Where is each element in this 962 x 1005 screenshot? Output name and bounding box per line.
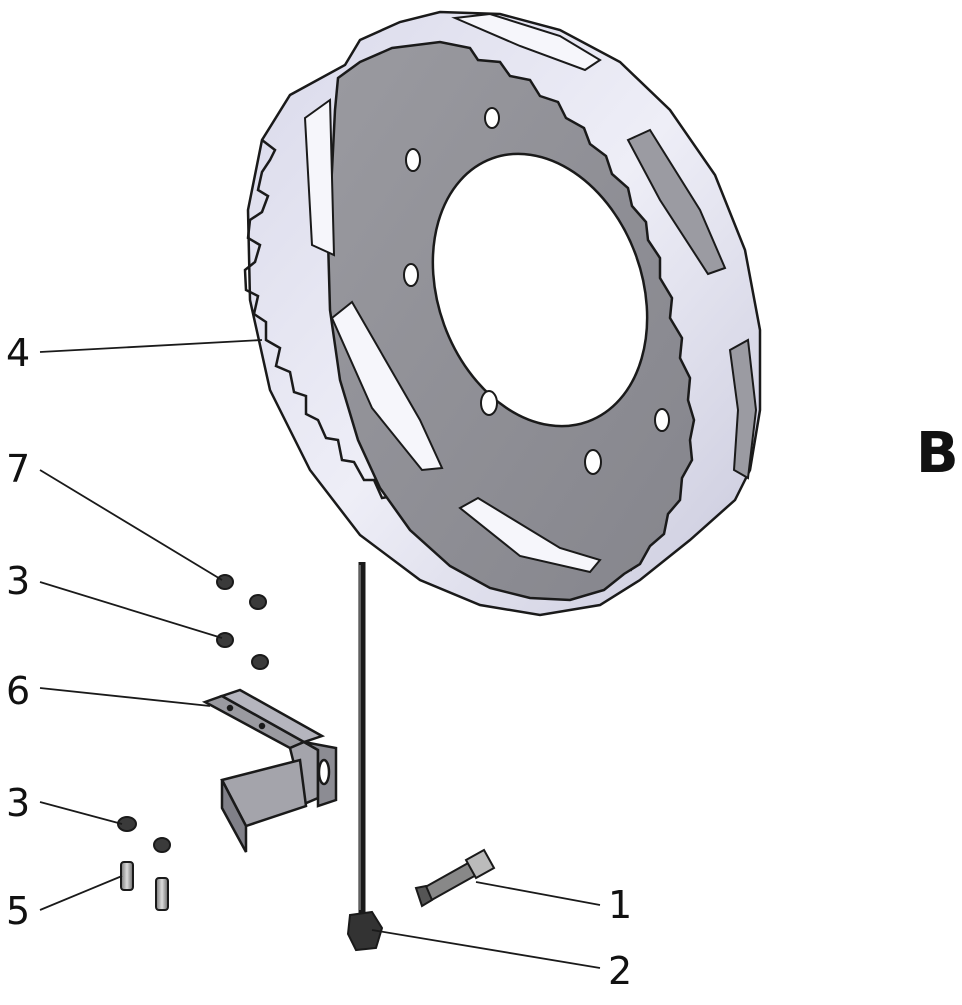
leader-5 <box>39 875 123 911</box>
callout-7: 7 <box>6 447 31 491</box>
leader-3-upper <box>39 581 223 639</box>
leader-7 <box>39 469 223 581</box>
leader-4 <box>39 339 263 353</box>
leader-6 <box>39 687 211 707</box>
sensor-probe <box>346 562 384 952</box>
callout-4: 4 <box>6 331 31 375</box>
leader-1 <box>475 881 601 906</box>
panel-letter: B <box>916 421 959 486</box>
leader-lines <box>39 339 601 969</box>
callout-2: 2 <box>608 949 633 993</box>
callout-1: 1 <box>608 883 633 927</box>
leader-2 <box>371 929 601 969</box>
screws <box>120 861 169 911</box>
valve-stem <box>414 848 496 908</box>
tone-ring-slots <box>303 12 758 574</box>
mounting-bracket <box>201 688 338 853</box>
tone-ring <box>243 10 762 617</box>
tone-ring-center-bore <box>431 152 649 428</box>
callout-3-lower: 3 <box>6 781 31 825</box>
callout-5: 5 <box>6 889 31 933</box>
leader-3-lower <box>39 801 123 825</box>
callout-3-upper: 3 <box>6 559 31 603</box>
callout-6: 6 <box>6 669 31 713</box>
nuts-and-washers <box>117 574 269 853</box>
tone-ring-bolt-holes <box>403 107 670 475</box>
